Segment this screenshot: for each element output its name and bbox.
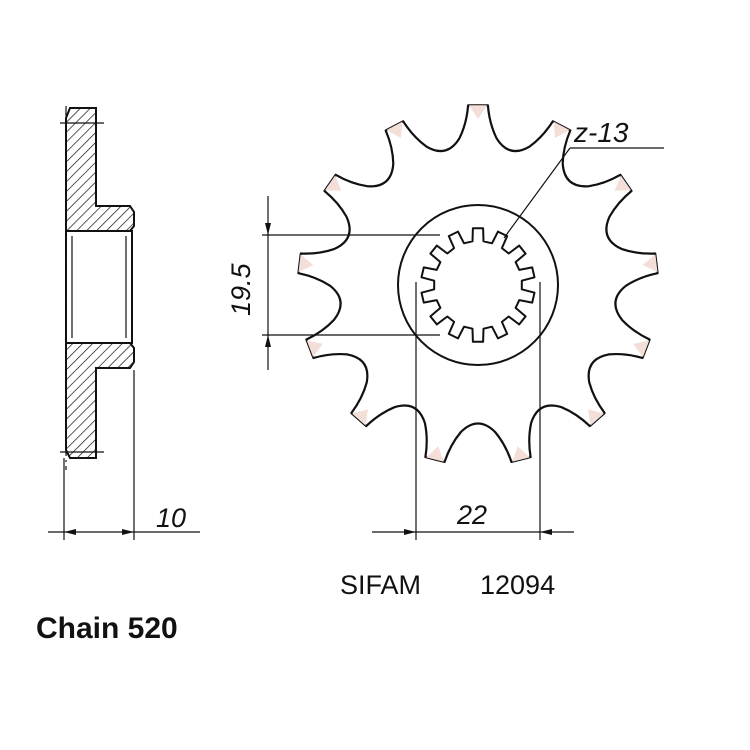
spline-bore <box>420 227 536 343</box>
tooth-tip <box>324 175 342 191</box>
chain-size-label: Chain 520 <box>36 612 178 645</box>
front-view <box>297 104 659 463</box>
width-dimension-label: 10 <box>156 503 186 533</box>
tooth-tip <box>614 175 632 191</box>
section-bore <box>65 230 133 344</box>
tooth-tip <box>588 409 604 426</box>
section-lower <box>65 342 135 459</box>
hub-circle <box>397 204 559 366</box>
tooth-tip <box>352 409 368 426</box>
tooth-tip <box>426 446 444 462</box>
bore-dimension-label: 22 <box>456 500 487 530</box>
tooth-tip <box>633 340 650 358</box>
teeth-leader <box>503 147 664 239</box>
tooth-tip <box>298 254 314 273</box>
side-section-view <box>48 106 200 540</box>
tooth-tips <box>298 105 658 462</box>
tooth-tip <box>512 446 530 462</box>
tooth-tip <box>306 340 323 358</box>
pcd-dimension-label: 19.5 <box>226 262 256 316</box>
section-upper <box>65 107 135 232</box>
teeth-count-label: z-13 <box>573 117 629 148</box>
tooth-tip <box>642 254 658 273</box>
brand-label: SIFAM <box>340 570 421 600</box>
tooth-tip <box>386 121 403 139</box>
tooth-tip <box>553 121 570 139</box>
pcd-dimension <box>262 196 440 370</box>
part-number-label: 12094 <box>480 570 555 600</box>
tooth-tip <box>469 105 487 119</box>
bore-dimension <box>372 282 574 540</box>
